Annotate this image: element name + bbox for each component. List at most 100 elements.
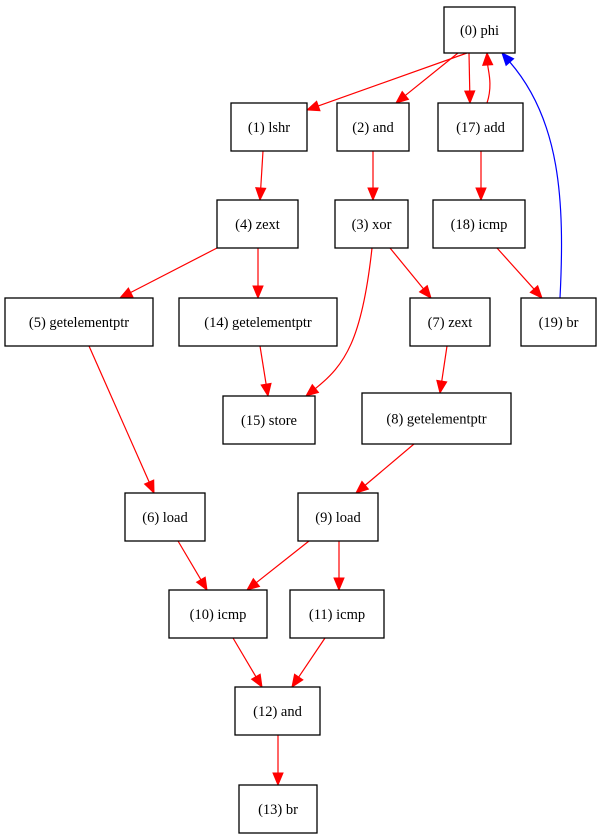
node-11: (11) icmp (289, 589, 385, 639)
edge-5-to-6-line (88, 345, 150, 483)
edge-19-to-0-arrowhead (501, 52, 515, 67)
edge-18-to-19-arrowhead (529, 284, 543, 299)
node-15: (15) store (222, 395, 316, 445)
edge-17-to-0-line (486, 64, 491, 104)
node-6-box (124, 492, 206, 542)
edge-9-to-10-line (256, 540, 310, 584)
node-0-box (443, 6, 516, 54)
edge-0-to-17-line (468, 52, 471, 92)
node-13-box (238, 784, 318, 834)
node-6-label: (6) load (142, 510, 188, 526)
edge-6-to-10-arrowhead (195, 576, 208, 592)
node-17-label: (17) add (456, 120, 505, 136)
node-14-label: (14) getelementptr (204, 315, 312, 331)
edge-3-to-7-arrowhead (418, 284, 432, 300)
edge-5-to-6-arrowhead (143, 479, 155, 495)
edge-2-to-3 (367, 151, 379, 202)
edge-14-to-15-line (259, 345, 267, 385)
node-2-box (336, 102, 410, 152)
node-3-label: (3) xor (352, 217, 392, 233)
node-7: (7) zext (409, 297, 491, 347)
node-9: (9) load (297, 492, 379, 542)
edge-6-to-10-line (177, 540, 202, 580)
node-4: (4) zext (216, 199, 299, 249)
node-5-label: (5) getelementptr (29, 315, 129, 331)
edge-10-to-12 (232, 637, 263, 689)
edge-10-to-12-line (232, 637, 257, 677)
graph-nodes: (0) phi (1) lshr (2) and (17) add (4) zext (3… (4, 6, 597, 834)
node-13-label: (13) br (258, 802, 298, 818)
edge-9-to-11-arrowhead (333, 577, 345, 592)
node-0: (0) phi (443, 6, 516, 54)
node-15-label: (15) store (241, 413, 297, 429)
edge-3-to-15 (304, 247, 373, 397)
node-8: (8) getelementptr (361, 392, 512, 445)
edge-0-to-1-arrowhead (305, 100, 321, 112)
node-13: (13) br (238, 784, 318, 834)
node-18-box (432, 199, 526, 249)
edge-11-to-12-line (298, 637, 326, 678)
edge-19-to-0 (501, 52, 563, 299)
node-1: (1) lshr (230, 102, 308, 152)
edge-8-to-9-arrowhead (355, 480, 370, 494)
edge-18-to-19 (496, 247, 543, 299)
edge-9-to-11 (333, 541, 345, 592)
edge-17-to-18-arrowhead (475, 187, 487, 202)
node-19-label: (19) br (539, 315, 579, 331)
edge-12-to-13 (272, 735, 284, 787)
node-8-label: (8) getelementptr (386, 412, 486, 428)
edge-0-to-2-arrowhead (394, 90, 410, 104)
edge-2-to-3-arrowhead (367, 187, 379, 202)
edge-14-to-15-arrowhead (260, 382, 272, 398)
edge-3-to-15-line (315, 247, 373, 390)
node-1-label: (1) lshr (248, 120, 290, 136)
node-1-box (230, 102, 308, 152)
node-12: (12) and (234, 686, 321, 736)
edge-3-to-7-line (389, 247, 424, 290)
edge-9-to-10 (245, 540, 310, 591)
edge-5-to-6 (88, 345, 155, 495)
edge-0-to-17-arrowhead (464, 90, 476, 105)
node-10: (10) icmp (168, 589, 268, 639)
node-11-box (289, 589, 385, 639)
graph-edges (88, 51, 563, 787)
edge-17-to-0 (481, 51, 494, 104)
node-12-box (234, 686, 321, 736)
node-14-box (178, 297, 338, 347)
edge-1-to-4 (255, 150, 267, 202)
edge-17-to-0-arrowhead (481, 51, 494, 66)
node-4-label: (4) zext (235, 217, 280, 233)
edge-0-to-17 (464, 52, 476, 105)
edge-14-to-15 (259, 345, 272, 398)
node-9-box (297, 492, 379, 542)
node-19-box (520, 297, 597, 347)
edge-11-to-12-arrowhead (291, 673, 304, 689)
edge-0-to-1-line (318, 52, 468, 107)
edge-3-to-15-arrowhead (304, 383, 320, 397)
edge-4-to-5-line (130, 247, 218, 294)
edge-0-to-2 (394, 52, 459, 104)
node-7-box (409, 297, 491, 347)
edge-8-to-9-line (364, 443, 415, 486)
node-3: (3) xor (334, 199, 409, 249)
node-5-box (4, 297, 154, 347)
node-2-label: (2) and (352, 120, 394, 136)
node-7-label: (7) zext (428, 315, 473, 331)
edge-4-to-5-arrowhead (118, 287, 134, 299)
edge-4-to-14-arrowhead (252, 285, 264, 300)
edge-11-to-12 (291, 637, 326, 689)
edge-12-to-13-arrowhead (272, 772, 284, 787)
node-6: (6) load (124, 492, 206, 542)
edge-7-to-8-arrowhead (436, 379, 448, 395)
node-18: (18) icmp (432, 199, 526, 249)
edge-19-to-0-line (509, 61, 563, 299)
node-15-box (222, 395, 316, 445)
node-10-label: (10) icmp (190, 607, 247, 623)
node-19: (19) br (520, 297, 597, 347)
edge-1-to-4-line (260, 150, 264, 189)
node-18-label: (18) icmp (451, 217, 508, 233)
node-8-box (361, 392, 512, 445)
node-4-box (216, 199, 299, 249)
node-17: (17) add (437, 102, 524, 152)
